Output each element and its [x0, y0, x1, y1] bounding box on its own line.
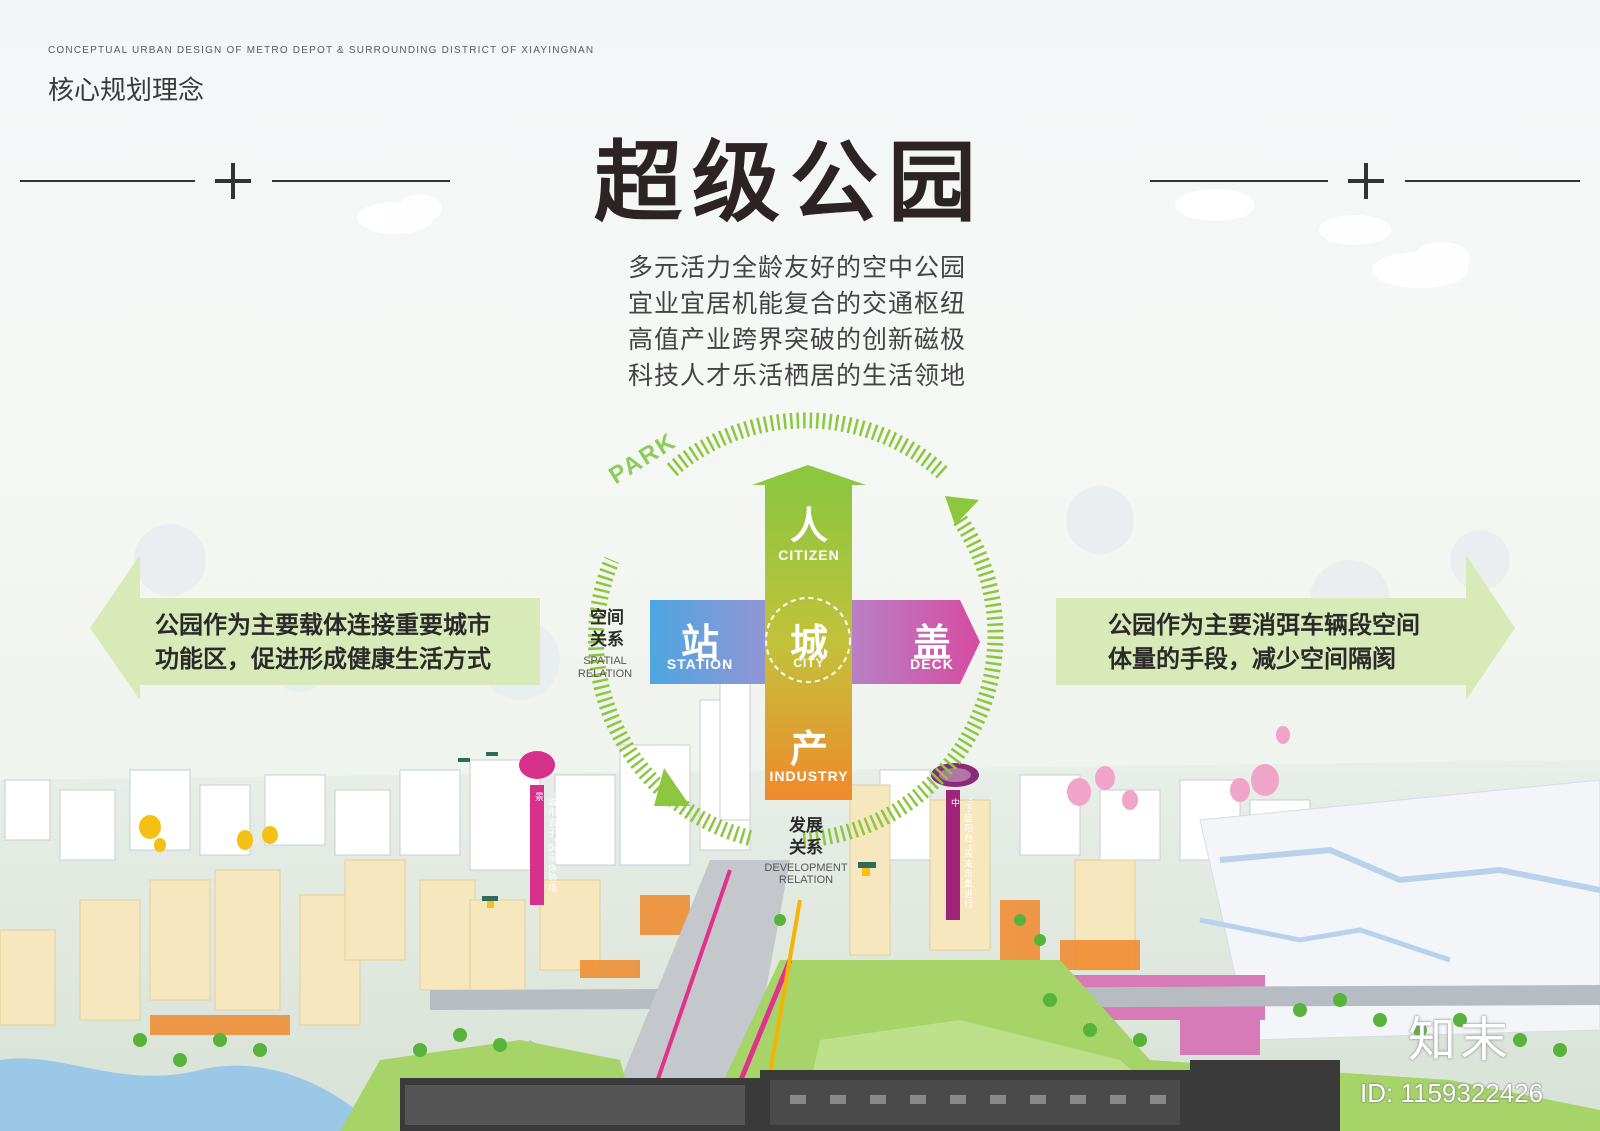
city-cn-label: 城 [789, 621, 828, 665]
subtitle-en: CONCEPTUAL URBAN DESIGN OF METRO DEPOT &… [48, 45, 595, 56]
slogan-item: 科技人才乐活栖居的生活领地 [628, 361, 967, 390]
watermark-logo: 知末 [1408, 1012, 1513, 1068]
left-banner-line2: 功能区，促进形成健康生活方式 [155, 645, 491, 673]
deck-en-label: DECK [910, 656, 954, 672]
development-relation-cn-line1: 发展 [789, 816, 823, 836]
spatial-relation-en-line2: RELATION [577, 668, 633, 680]
slogan-item: 高值产业跨界突破的创新磁极 [628, 325, 967, 354]
slogan-item: 多元活力全龄友好的空中公园 [628, 253, 967, 282]
spatial-relation-en-line1: SPATIAL [583, 655, 627, 667]
industry-cn-label: 产 [789, 727, 828, 771]
vertical-arrowhead [752, 465, 866, 485]
spatial-relation-en: SPATIAL RELATION [565, 655, 645, 681]
title-rule-left [20, 163, 450, 199]
spatial-relation-cn-line2: 关系 [590, 630, 624, 650]
right-banner-line2: 体量的手段，减少空间隔阂 [1108, 645, 1396, 673]
station-cn-label: 站 [680, 621, 719, 665]
industry-en-label: INDUSTRY [769, 768, 849, 784]
ring-arrowhead-bottom [654, 768, 690, 806]
left-banner-arrow [90, 555, 540, 700]
title-rule-right [1150, 163, 1580, 199]
right-sign-text: “下层阳台”周末市集进行中 [949, 798, 972, 910]
left-banner-text: 公园作为主要载体连接重要城市 功能区，促进形成健康生活方式 [155, 608, 491, 676]
right-banner-arrow [1056, 555, 1515, 700]
clouds [357, 189, 1470, 288]
city-en-label: CITY [793, 656, 825, 670]
development-relation-cn: 发展 关系 [784, 815, 828, 859]
citizen-en-label: CITIZEN [778, 547, 840, 563]
slogan-list: 多元活力全龄友好的空中公园 宜业宜居机能复合的交通枢纽 高值产业跨界突破的创新磁… [628, 250, 1008, 394]
spatial-relation-cn: 空间 关系 [585, 607, 629, 651]
left-sign-text: “城市盒子”沉浸体验场景 [533, 792, 556, 894]
right-banner-line1: 公园作为主要消弭车辆段空间 [1108, 611, 1420, 639]
station-en-label: STATION [666, 656, 734, 672]
city-center-circle [765, 597, 851, 683]
watermark-id: ID: 1159322426 [1360, 1078, 1544, 1108]
ring-arrowhead-top [945, 496, 979, 525]
development-relation-en: DEVELOPMENT RELATION [764, 862, 848, 886]
deck-cn-label: 盖 [912, 621, 951, 665]
right-banner-text: 公园作为主要消弭车辆段空间 体量的手段，减少空间隔阂 [1108, 608, 1420, 676]
citizen-cn-label: 人 [789, 504, 828, 548]
park-ring [587, 412, 1004, 848]
spatial-relation-cn-line1: 空间 [590, 608, 624, 628]
development-relation-cn-line2: 关系 [789, 838, 823, 858]
left-banner-line1: 公园作为主要载体连接重要城市 [155, 611, 491, 639]
section-title: 核心规划理念 [48, 76, 205, 106]
slogan-item: 宜业宜居机能复合的交通枢纽 [628, 289, 967, 318]
vertical-arm [765, 485, 852, 800]
main-title: 超级公园 [593, 131, 986, 234]
